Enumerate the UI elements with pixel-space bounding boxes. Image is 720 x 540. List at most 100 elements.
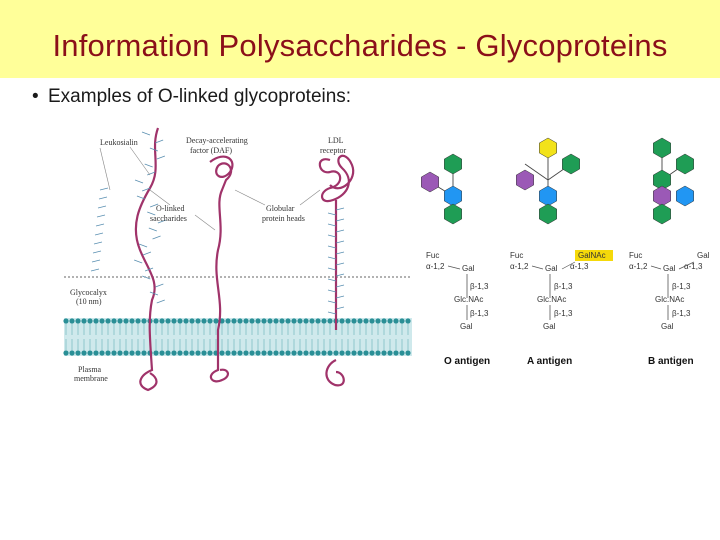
lipid-head [291, 350, 297, 356]
lipid-head [183, 318, 189, 324]
lipid-head [69, 318, 75, 324]
lipid-head [255, 350, 261, 356]
lipid-head [201, 318, 207, 324]
lipid-head [93, 350, 99, 356]
saccharide-chain [136, 195, 146, 200]
lipid-head [183, 350, 189, 356]
b-antigen-structure: Fuc Gal α-1,2 α-1,3 Gal β-1,3 Glc.NAc β-… [629, 251, 710, 367]
lipid-head [393, 318, 399, 324]
lipid-head [171, 350, 177, 356]
saccharide-chain [95, 223, 105, 227]
saccharide-chain [148, 227, 157, 232]
lipid-head [213, 318, 219, 324]
lipid-head [69, 350, 75, 356]
membrane-figure: Leukosialin Decay-accelerating factor (D… [63, 127, 412, 392]
gal-hex [444, 153, 462, 175]
saccharide-chain [97, 205, 107, 209]
b-gal: Gal [663, 264, 676, 273]
lipid-head [321, 318, 327, 324]
b-antigen-label: B antigen [648, 356, 694, 367]
o-link2: β-1,3 [470, 309, 489, 318]
lipid-head [177, 318, 183, 324]
label-ldl-line1: LDL [328, 136, 344, 145]
lipid-head [339, 318, 345, 324]
leukosialin-saccharides [90, 131, 167, 304]
lipid-head [333, 350, 339, 356]
saccharide-chain [149, 147, 159, 152]
label-ldl-line2: receptor [320, 146, 347, 155]
o-link1: β-1,3 [470, 282, 489, 291]
lipid-head [87, 350, 93, 356]
o-fuc: Fuc [426, 251, 439, 260]
lipid-head [201, 350, 207, 356]
lipid-head [297, 350, 303, 356]
gal-hex [562, 153, 580, 175]
saccharide-chain [155, 283, 164, 288]
bilayer-core [64, 318, 412, 356]
lipid-head [165, 318, 171, 324]
saccharide-chain [134, 259, 143, 264]
b-link2: β-1,3 [672, 309, 691, 318]
lipid-head [135, 318, 141, 324]
lipid-head [351, 318, 357, 324]
saccharide-chain [335, 240, 345, 244]
lipid-head [291, 318, 297, 324]
saccharide-chain [335, 218, 345, 222]
lipid-head [345, 318, 351, 324]
lipid-head [327, 350, 333, 356]
fucose-hex [516, 169, 534, 191]
saccharide-chain [144, 163, 153, 168]
lipid-head [189, 350, 195, 356]
saccharide-chain [335, 262, 345, 266]
lipid-head [249, 318, 255, 324]
b-base: Gal [661, 322, 674, 331]
lipid-head [99, 318, 105, 324]
lipid-head [129, 350, 135, 356]
o-antigen-label: O antigen [444, 356, 490, 367]
lipid-head [321, 350, 327, 356]
lipid-head [75, 350, 81, 356]
lipid-head [141, 318, 147, 324]
lipid-head [219, 350, 225, 356]
saccharide-chain [149, 203, 159, 208]
saccharide-chain [99, 187, 109, 191]
saccharide-chain [94, 232, 104, 236]
saccharide-chain [335, 251, 345, 255]
o-base: Gal [460, 322, 473, 331]
saccharide-chain [141, 187, 151, 192]
lipid-head [279, 350, 285, 356]
galnac-hex [539, 137, 557, 159]
lipid-head [225, 318, 231, 324]
label-plasma-line1: Plasma [78, 365, 102, 374]
lipid-head [63, 318, 69, 324]
lipid-head [105, 350, 111, 356]
lipid-head [93, 318, 99, 324]
lipid-head [351, 350, 357, 356]
saccharide-chain [138, 243, 148, 248]
gal-hex [539, 203, 557, 225]
label-glycocalyx-line2: (10 nm) [76, 297, 102, 306]
b-link1: β-1,3 [672, 282, 691, 291]
b-fuc-link: α-1,2 [629, 262, 648, 271]
sugar-hexagons [421, 137, 694, 225]
a-galnac: GalNAc [578, 251, 606, 260]
lipid-head [297, 318, 303, 324]
antigen-figure: Fuc α-1,2 Gal β-1,3 Glc.NAc β-1,3 Gal O … [421, 137, 710, 367]
lipid-head [111, 350, 117, 356]
lipid-heads-bottom [63, 339, 411, 356]
gal-hex [653, 137, 671, 159]
lipid-head [177, 350, 183, 356]
lipid-head [303, 350, 309, 356]
lipid-head [357, 318, 363, 324]
label-daf-line1: Decay-accelerating [186, 136, 248, 145]
saccharide-chain [93, 241, 103, 245]
lipid-head [381, 350, 387, 356]
a-base: Gal [543, 322, 556, 331]
o-fuc-link: α-1,2 [426, 262, 445, 271]
saccharide-chain [335, 273, 345, 277]
lipid-head [273, 318, 279, 324]
slide-title: Information Polysaccharides - Glycoprote… [52, 28, 668, 63]
lipid-head [303, 318, 309, 324]
label-olinked-line1: O-linked [156, 204, 184, 213]
